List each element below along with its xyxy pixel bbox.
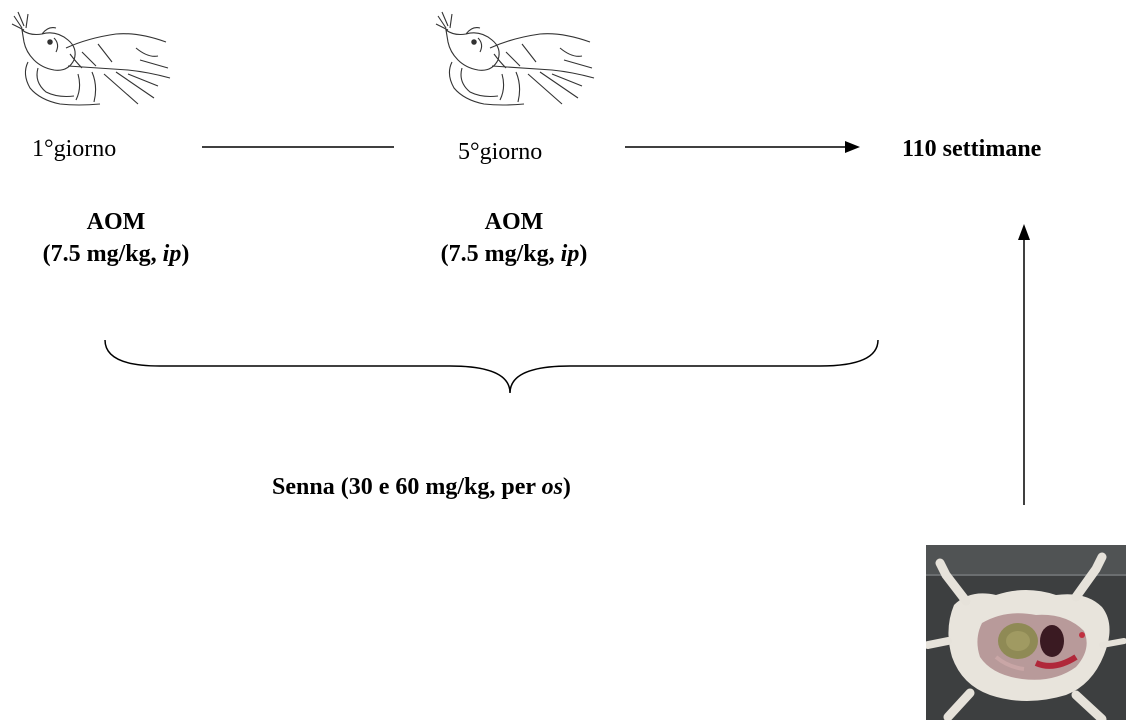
- day1-label: 1°giorno: [32, 136, 117, 162]
- dissection-image: [926, 545, 1126, 720]
- route: ip: [162, 241, 182, 267]
- dose-prefix: (7.5 mg/kg,: [42, 241, 163, 267]
- senna-suffix: ): [562, 474, 571, 500]
- dose-prefix: (7.5 mg/kg,: [440, 241, 561, 267]
- rat-injection-icon: [11, 11, 171, 106]
- dissected-rat-photo: [926, 545, 1126, 720]
- aom-name: AOM: [484, 209, 544, 235]
- senna-prefix: Senna (30 e 60 mg/kg, per: [272, 474, 542, 500]
- end-label: 110 settimane: [902, 136, 1042, 162]
- rat-injection-icon: [435, 11, 595, 106]
- arrowhead-up: [1018, 224, 1030, 240]
- day5-label: 5°giorno: [458, 139, 543, 165]
- aom-dose: (7.5 mg/kg, ip): [0, 240, 232, 268]
- dose-suffix: ): [579, 241, 588, 267]
- aom-dose: (7.5 mg/kg, ip): [398, 240, 630, 268]
- curly-brace: [104, 339, 879, 394]
- senna-route: os: [541, 474, 563, 500]
- aom-treatment-1: AOM (7.5 mg/kg, ip): [0, 208, 232, 268]
- route: ip: [560, 241, 580, 267]
- aom-name: AOM: [86, 209, 146, 235]
- dose-suffix: ): [181, 241, 190, 267]
- aom-treatment-2: AOM (7.5 mg/kg, ip): [398, 208, 630, 268]
- senna-treatment-label: Senna (30 e 60 mg/kg, per os): [272, 473, 571, 501]
- arrowhead-right: [845, 141, 860, 153]
